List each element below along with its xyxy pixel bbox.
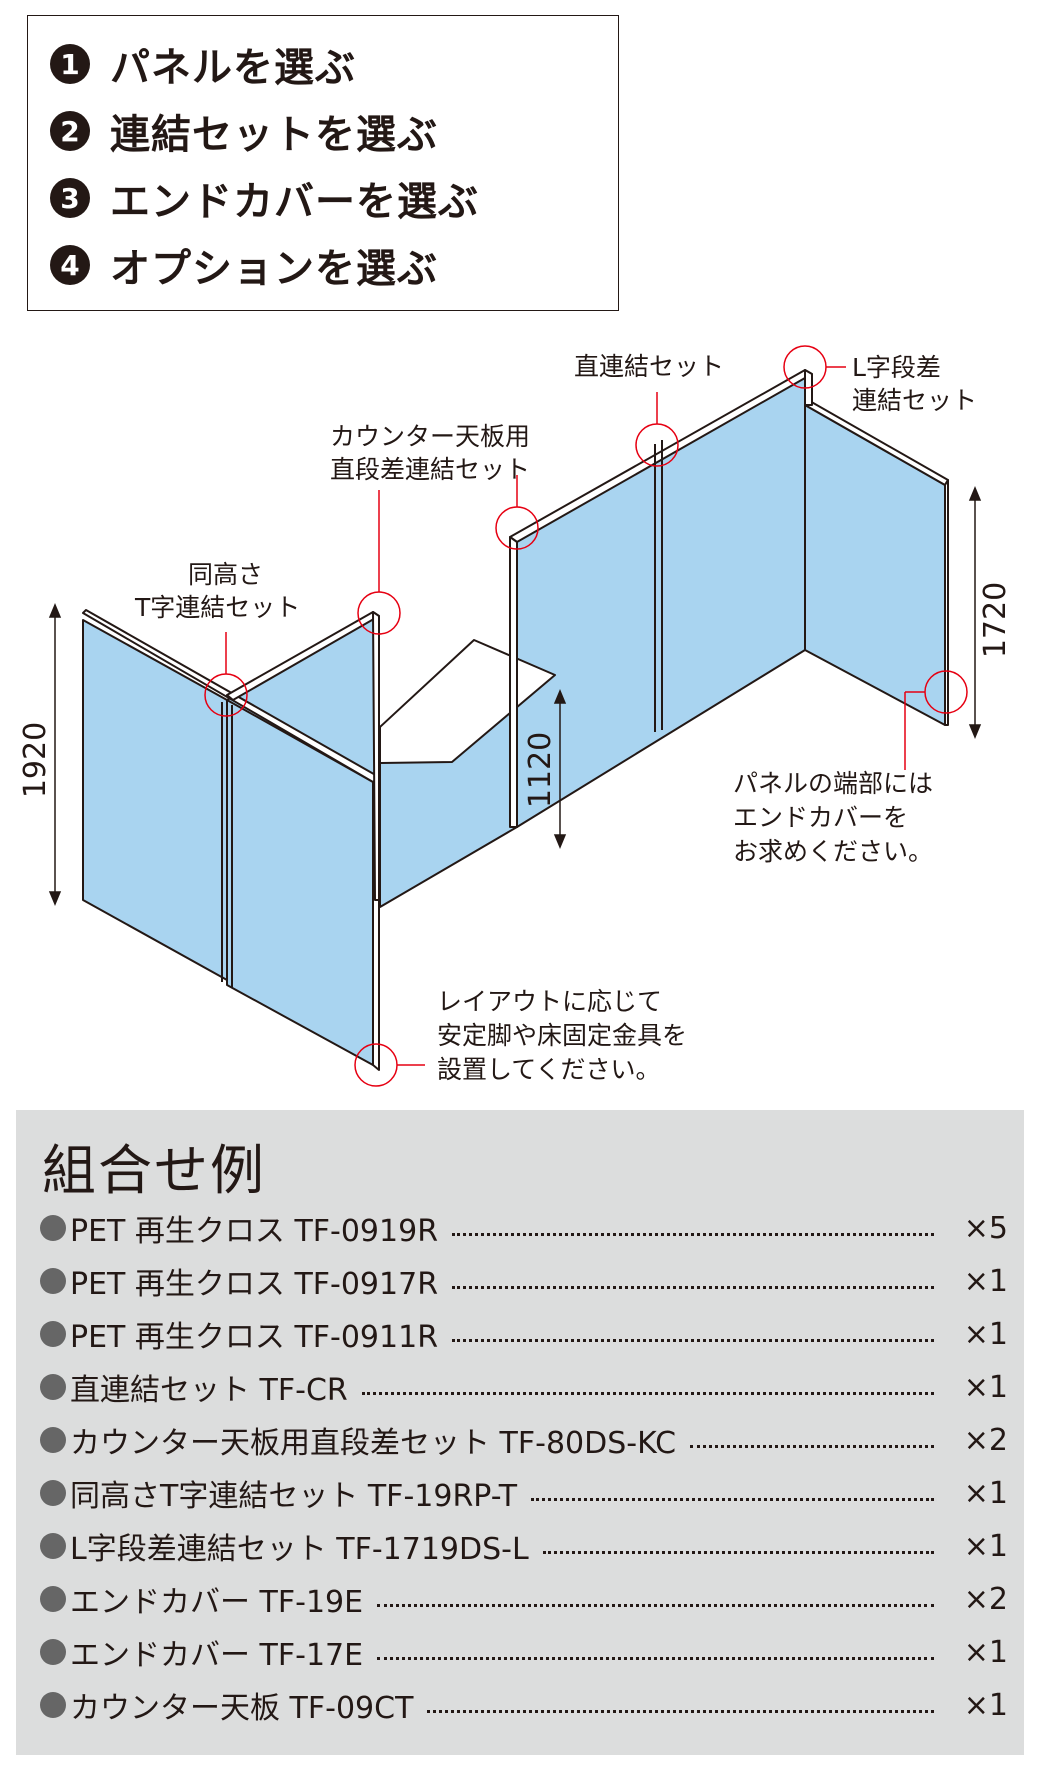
list-item: PET 再生クロス TF-0919R ×5 [40,1208,1008,1249]
label-t-set-line1: 同高さ [188,560,263,589]
leader-dots [452,1338,934,1342]
item-qty: ×1 [963,1316,1008,1352]
item-name: カウンター天板 TF-09CT [70,1691,414,1726]
leader-dots [377,1656,934,1660]
bullet-icon [40,1268,66,1294]
bullet-icon [40,1533,66,1559]
step-text: パネルを選ぶ [110,45,356,91]
item-name: カウンター天板用直段差セット TF-80DS-KC [70,1426,677,1461]
label-foot-line3: 設置してください。 [437,1055,661,1084]
leader-dots [452,1232,934,1236]
leader-dots [377,1603,934,1607]
panel-cap [509,536,518,828]
label-straight-set: 直連結セット [574,352,724,381]
bullet-icon [40,1692,66,1718]
label-foot-line1: レイアウトに応じて [437,987,662,1016]
item-qty: ×1 [963,1475,1008,1511]
item-qty: ×1 [963,1687,1008,1723]
item-qty: ×1 [963,1263,1008,1299]
item-qty: ×2 [963,1422,1008,1458]
combination-example: 組合せ例 PET 再生クロス TF-0919R ×5 PET 再生クロス TF-… [16,1110,1024,1755]
step-4: 4 オプションを選ぶ [50,235,438,295]
item-qty: ×1 [963,1369,1008,1405]
combination-title: 組合せ例 [42,1139,266,1202]
bullet-icon [40,1480,66,1506]
step-number: 4 [50,245,90,285]
step-number: 3 [50,178,90,218]
bullet-icon [40,1374,66,1400]
step-text: 連結セットを選ぶ [110,112,438,158]
item-name: エンドカバー TF-17E [70,1638,364,1673]
leader-dots [531,1497,934,1501]
list-item: 直連結セット TF-CR ×1 [40,1367,1008,1408]
list-item: エンドカバー TF-17E ×1 [40,1632,1008,1673]
list-item: 同高さT字連結セット TF-19RP-T ×1 [40,1473,1008,1514]
bullet-icon [40,1215,66,1241]
bullet-icon [40,1639,66,1665]
item-name: エンドカバー TF-19E [70,1585,364,1620]
steps-box: 1 パネルを選ぶ 2 連結セットを選ぶ 3 エンドカバーを選ぶ 4 オプションを… [27,15,619,311]
label-t-set-line2: T字連結セット [134,593,300,622]
list-item: L字段差連結セット TF-1719DS-L ×1 [40,1526,1008,1567]
leader-dots [542,1550,934,1554]
leader-dots [361,1391,934,1395]
panel-cap [944,479,949,726]
label-l-set-line1: L字段差 [852,353,941,382]
leader-dots [427,1709,934,1713]
list-item: エンドカバー TF-19E ×2 [40,1579,1008,1620]
bullet-icon [40,1586,66,1612]
item-name: L字段差連結セット TF-1719DS-L [70,1532,529,1567]
item-qty: ×2 [963,1581,1008,1617]
step-3: 3 エンドカバーを選ぶ [50,168,479,228]
label-counter-set-line1: カウンター天板用 [330,422,530,451]
label-endcover-line1: パネルの端部には [733,769,933,798]
dimension-1120: 1120 [523,732,558,808]
label-l-set-line2: 連結セット [852,386,977,415]
step-number: 2 [50,111,90,151]
label-endcover-line2: エンドカバーを [733,803,908,832]
dimension-1720: 1720 [978,582,1013,658]
panel-left-front [82,619,228,981]
item-qty: ×5 [963,1210,1008,1246]
step-text: エンドカバーを選ぶ [110,179,479,225]
step-number: 1 [50,44,90,84]
leader-dots [452,1285,934,1289]
list-item: カウンター天板用直段差セット TF-80DS-KC ×2 [40,1420,1008,1461]
list-item: PET 再生クロス TF-0911R ×1 [40,1314,1008,1355]
bullet-icon [40,1321,66,1347]
step-text: オプションを選ぶ [110,246,438,292]
list-item: カウンター天板 TF-09CT ×1 [40,1685,1008,1726]
item-name: PET 再生クロス TF-0911R [70,1320,439,1355]
panel-right-side [804,404,946,726]
item-name: PET 再生クロス TF-0919R [70,1214,439,1249]
item-name: PET 再生クロス TF-0917R [70,1267,439,1302]
item-name: 直連結セット TF-CR [70,1373,348,1408]
item-qty: ×1 [963,1634,1008,1670]
dimension-1920: 1920 [18,722,53,798]
leader-dots [690,1444,934,1448]
partition-layout-diagram: 1920 1720 1120 直連結セット L字段差 連結セット カウンター天板… [18,345,1013,1087]
step-2: 2 連結セットを選ぶ [50,101,438,161]
label-foot-line2: 安定脚や床固定金具を [437,1021,687,1050]
bullet-icon [40,1427,66,1453]
label-endcover-line3: お求めください。 [733,837,933,866]
step-1: 1 パネルを選ぶ [50,34,356,94]
list-item: PET 再生クロス TF-0917R ×1 [40,1261,1008,1302]
panel-cap [372,611,380,901]
label-counter-set-line2: 直段差連結セット [330,455,530,484]
item-qty: ×1 [963,1528,1008,1564]
item-name: 同高さT字連結セット TF-19RP-T [70,1479,518,1514]
